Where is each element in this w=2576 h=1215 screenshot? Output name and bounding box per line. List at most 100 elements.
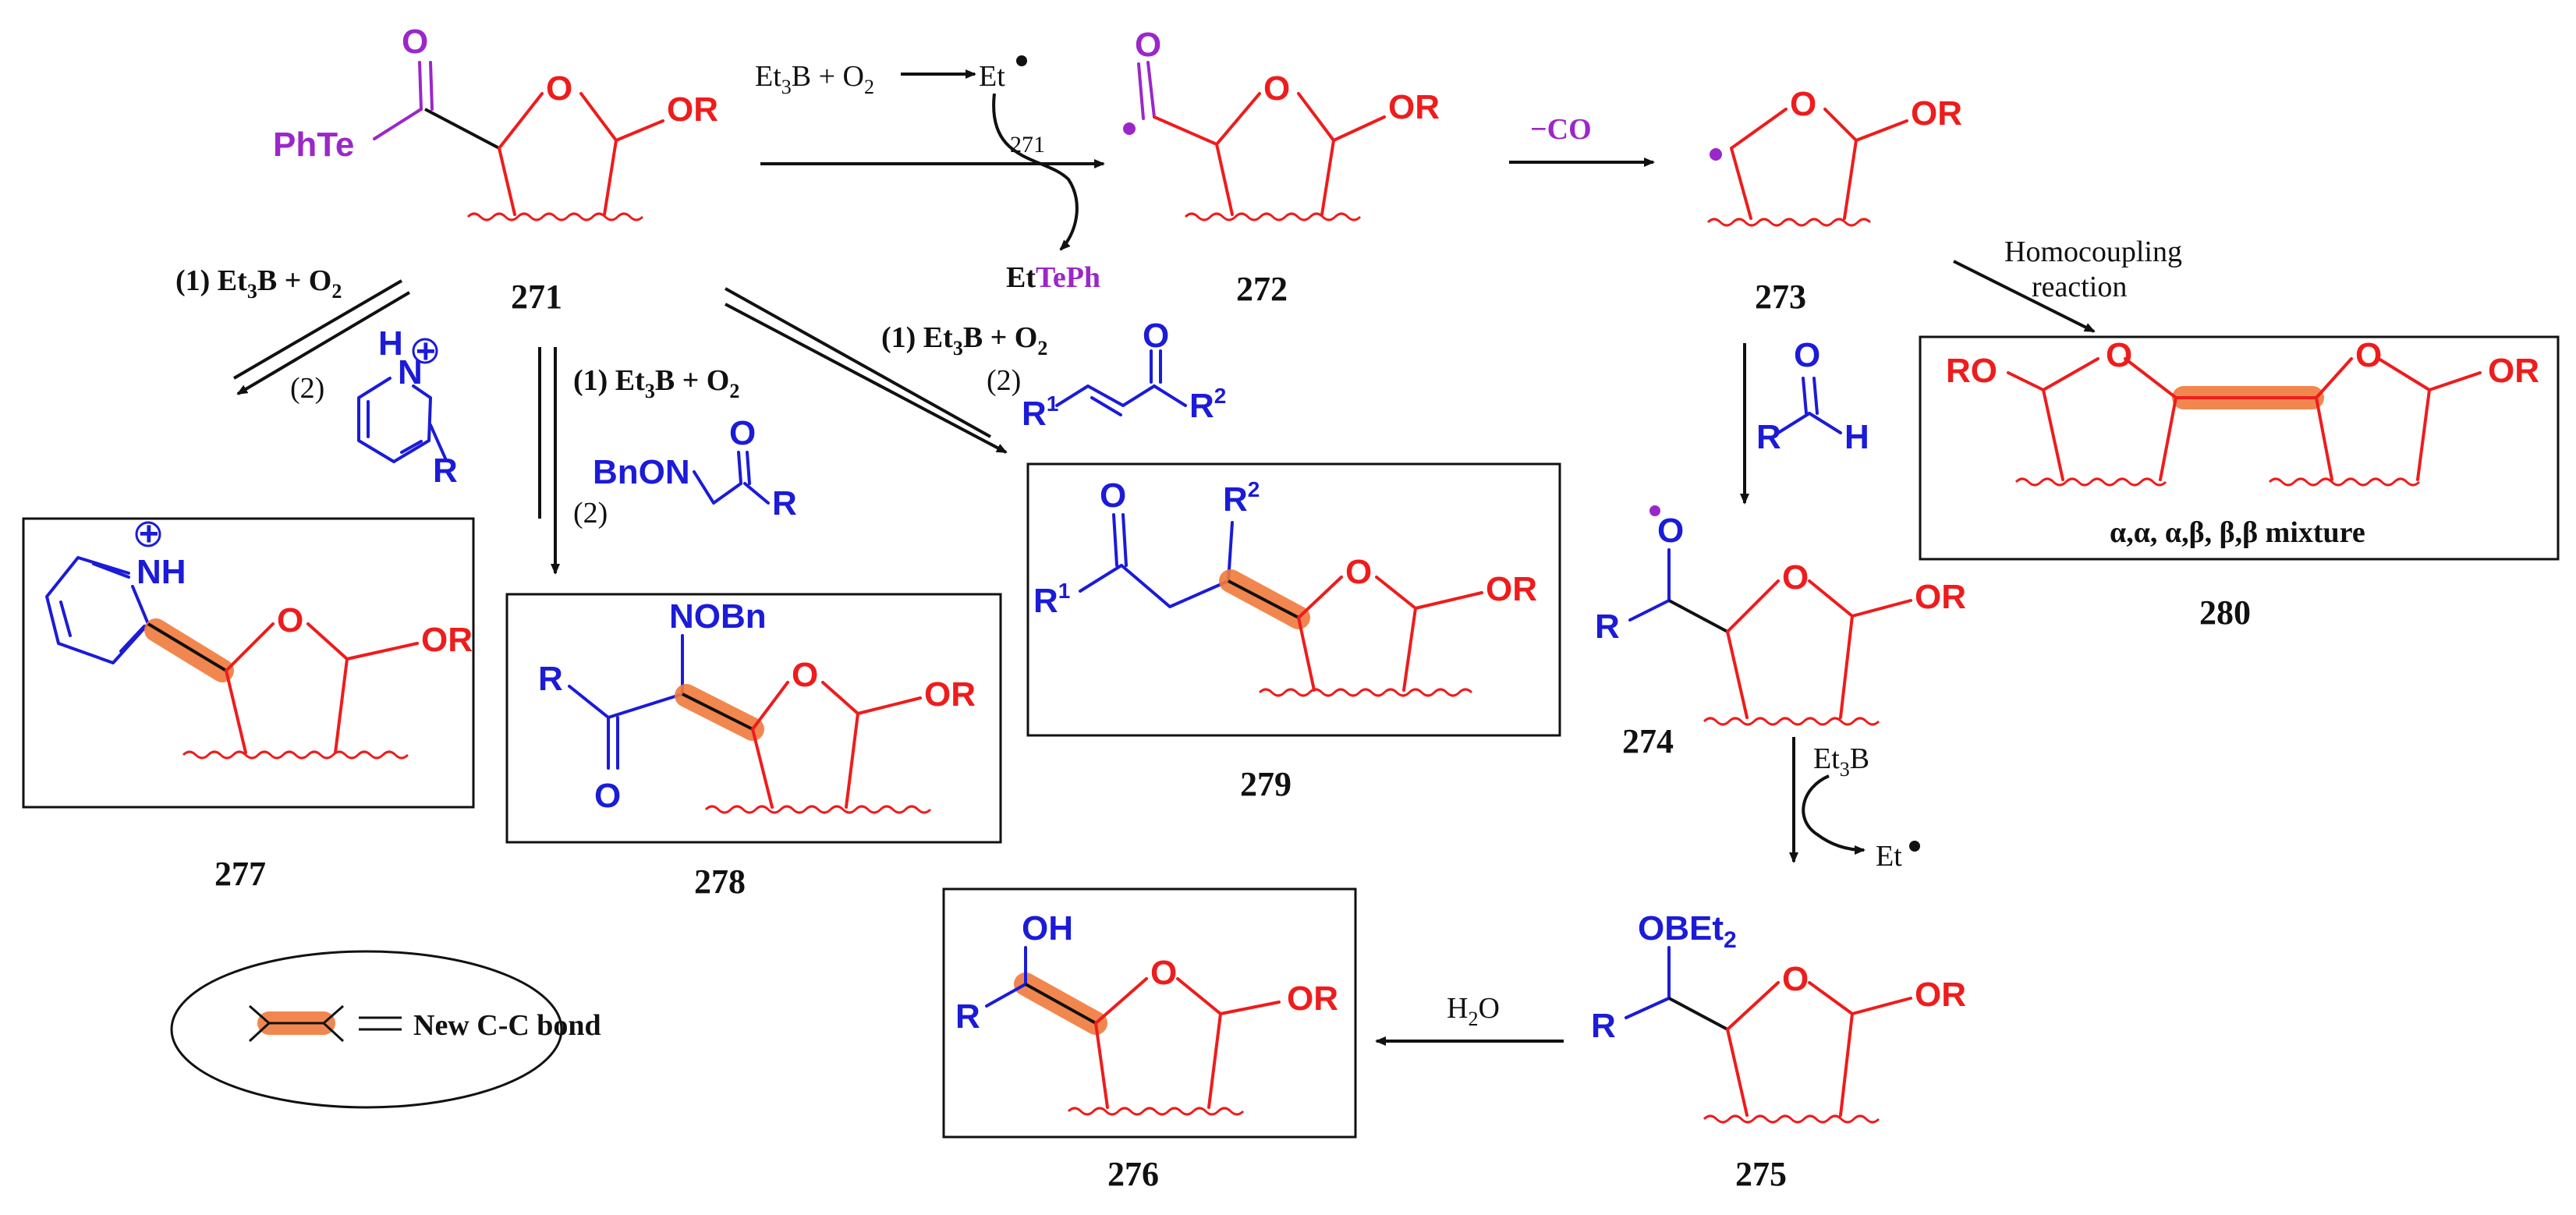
ring-o-273: O xyxy=(1790,85,1816,123)
from-271-text: 271 xyxy=(1010,132,1045,158)
or-279: OR xyxy=(1486,570,1537,608)
enone-r2: R2 xyxy=(1189,384,1226,425)
ring-278 xyxy=(751,681,922,809)
aldehyde-r: R xyxy=(1756,418,1781,456)
sugar-wavy-279 xyxy=(1258,688,1473,697)
r-275: R xyxy=(1591,1007,1616,1045)
box-276 xyxy=(942,887,1357,1139)
carbonyl-bond-272 xyxy=(1137,61,1156,120)
bonds-275 xyxy=(1625,946,1671,1019)
ring-277 xyxy=(225,622,419,754)
step1-text-278: (1) Et3B + O2 xyxy=(573,364,739,402)
branch-oxime: (1) Et3B + O2 BnON O R (2) xyxy=(538,347,797,575)
carbonyl-o-272: O xyxy=(1135,26,1161,64)
step1-text-277: (1) Et3B + O2 xyxy=(175,264,342,303)
radical-dot-272 xyxy=(1123,122,1136,135)
compound-275: OBEt2 R O OR 275 xyxy=(1591,909,1966,1193)
label-276: 276 xyxy=(1107,1155,1159,1193)
ring-274 xyxy=(1726,579,1912,719)
compound-271: PhTe O O OR 271 xyxy=(273,23,718,316)
pyridinium-r-bond xyxy=(429,423,448,462)
box-279 xyxy=(1026,462,1561,737)
pyridinium-plus: + xyxy=(416,332,436,370)
water-step: H2O xyxy=(1375,992,1564,1046)
label-271: 271 xyxy=(511,278,562,316)
oh-bonds-274 xyxy=(1628,548,1671,622)
ring-o-280-right: O xyxy=(2355,336,2382,374)
sugar-wavy-276 xyxy=(1067,1107,1245,1116)
ring-o-278: O xyxy=(792,656,818,694)
homocoupling-text-1: Homocoupling xyxy=(2004,236,2182,268)
radical-dot-et xyxy=(1016,55,1027,66)
acyl-bond-271 xyxy=(424,108,500,150)
or-280: OR xyxy=(2488,352,2539,390)
legend-text: New C-C bond xyxy=(413,1009,601,1042)
sugar-wavy-275 xyxy=(1703,1114,1880,1124)
arrow-line-277a xyxy=(232,279,403,380)
carbonyl-o-271: O xyxy=(402,23,428,61)
r-274: R xyxy=(1595,608,1620,646)
o-278: O xyxy=(594,777,621,815)
aldehyde-bonds xyxy=(1777,377,1842,434)
step2-text-277: (2) xyxy=(290,372,324,405)
aldehyde-step: O R H xyxy=(1740,336,1869,505)
ring-o-274: O xyxy=(1782,558,1809,597)
step2-text-279: (2) xyxy=(987,364,1021,397)
ketone-bonds-278 xyxy=(568,685,684,770)
box-278 xyxy=(505,593,1002,844)
et-teph-text: EtTePh xyxy=(1006,261,1100,294)
ring-o-277: O xyxy=(277,601,303,639)
curved-arrow-et3b xyxy=(1802,774,1866,855)
or-275: OR xyxy=(1915,976,1966,1014)
enone-r1: R1 xyxy=(1022,391,1058,433)
step1-text-279: (1) Et3B + O2 xyxy=(881,321,1047,360)
nobn-278: NOBn xyxy=(669,597,767,636)
sugar-wavy-273 xyxy=(1706,218,1872,227)
branch-enone: (1) Et3B + O2 (2) R1 O R2 xyxy=(725,287,1226,454)
compound-280: RO O O OR α,α, α,β, β,β mixture 280 xyxy=(1919,335,2560,632)
ring-273 xyxy=(1730,108,1908,220)
rings-280 xyxy=(2007,357,2482,481)
ketone-bonds-279 xyxy=(1079,513,1230,608)
water-text: H2O xyxy=(1447,992,1500,1030)
et-radical-release: Et xyxy=(1876,840,1902,873)
legend-new-cc-bond: New C-C bond xyxy=(170,950,601,1109)
sugar-wavy-274 xyxy=(1703,717,1880,726)
enone-bonds xyxy=(1055,349,1187,416)
ring-o-279: O xyxy=(1345,553,1372,591)
pyridinium-ring xyxy=(357,377,432,463)
oxime-r: R xyxy=(772,484,797,522)
ro-280: RO xyxy=(1946,352,1997,390)
ring-275 xyxy=(1726,981,1912,1117)
ring-o-275: O xyxy=(1782,960,1809,998)
arrow-271-to-277 xyxy=(236,291,411,395)
legend-bond-glyph xyxy=(248,1004,345,1043)
phte-label: PhTe xyxy=(273,126,354,164)
oh-276: OH xyxy=(1022,909,1073,948)
radical-dot-274 xyxy=(1649,505,1660,516)
arrow-273-to-280 xyxy=(1953,260,2096,333)
ring-o-276: O xyxy=(1150,954,1177,992)
label-275: 275 xyxy=(1735,1155,1787,1193)
box-280 xyxy=(1919,335,2560,561)
step2-text-278: (2) xyxy=(573,497,608,530)
label-273: 273 xyxy=(1755,278,1806,316)
label-272: 272 xyxy=(1236,270,1288,308)
legend-equals xyxy=(359,1016,402,1031)
box-277 xyxy=(22,517,475,809)
ring-o-272: O xyxy=(1263,69,1290,108)
ring-279 xyxy=(1297,576,1483,692)
ring-o-280-left: O xyxy=(2106,336,2132,374)
or-276: OR xyxy=(1287,979,1338,1018)
or-271: OR xyxy=(667,90,718,129)
sugar-wavy-280 xyxy=(2014,477,2421,487)
or-278: OR xyxy=(924,675,976,714)
plus-277: + xyxy=(139,515,159,553)
cc-bond-274 xyxy=(1668,599,1728,633)
legend-ellipse xyxy=(170,950,563,1109)
branch-pyridinium: (1) Et3B + O2 (2) H N + R xyxy=(175,264,458,490)
enone-o: O xyxy=(1143,317,1169,355)
or-277: OR xyxy=(421,621,473,659)
plus-circle-pyr xyxy=(412,338,438,364)
